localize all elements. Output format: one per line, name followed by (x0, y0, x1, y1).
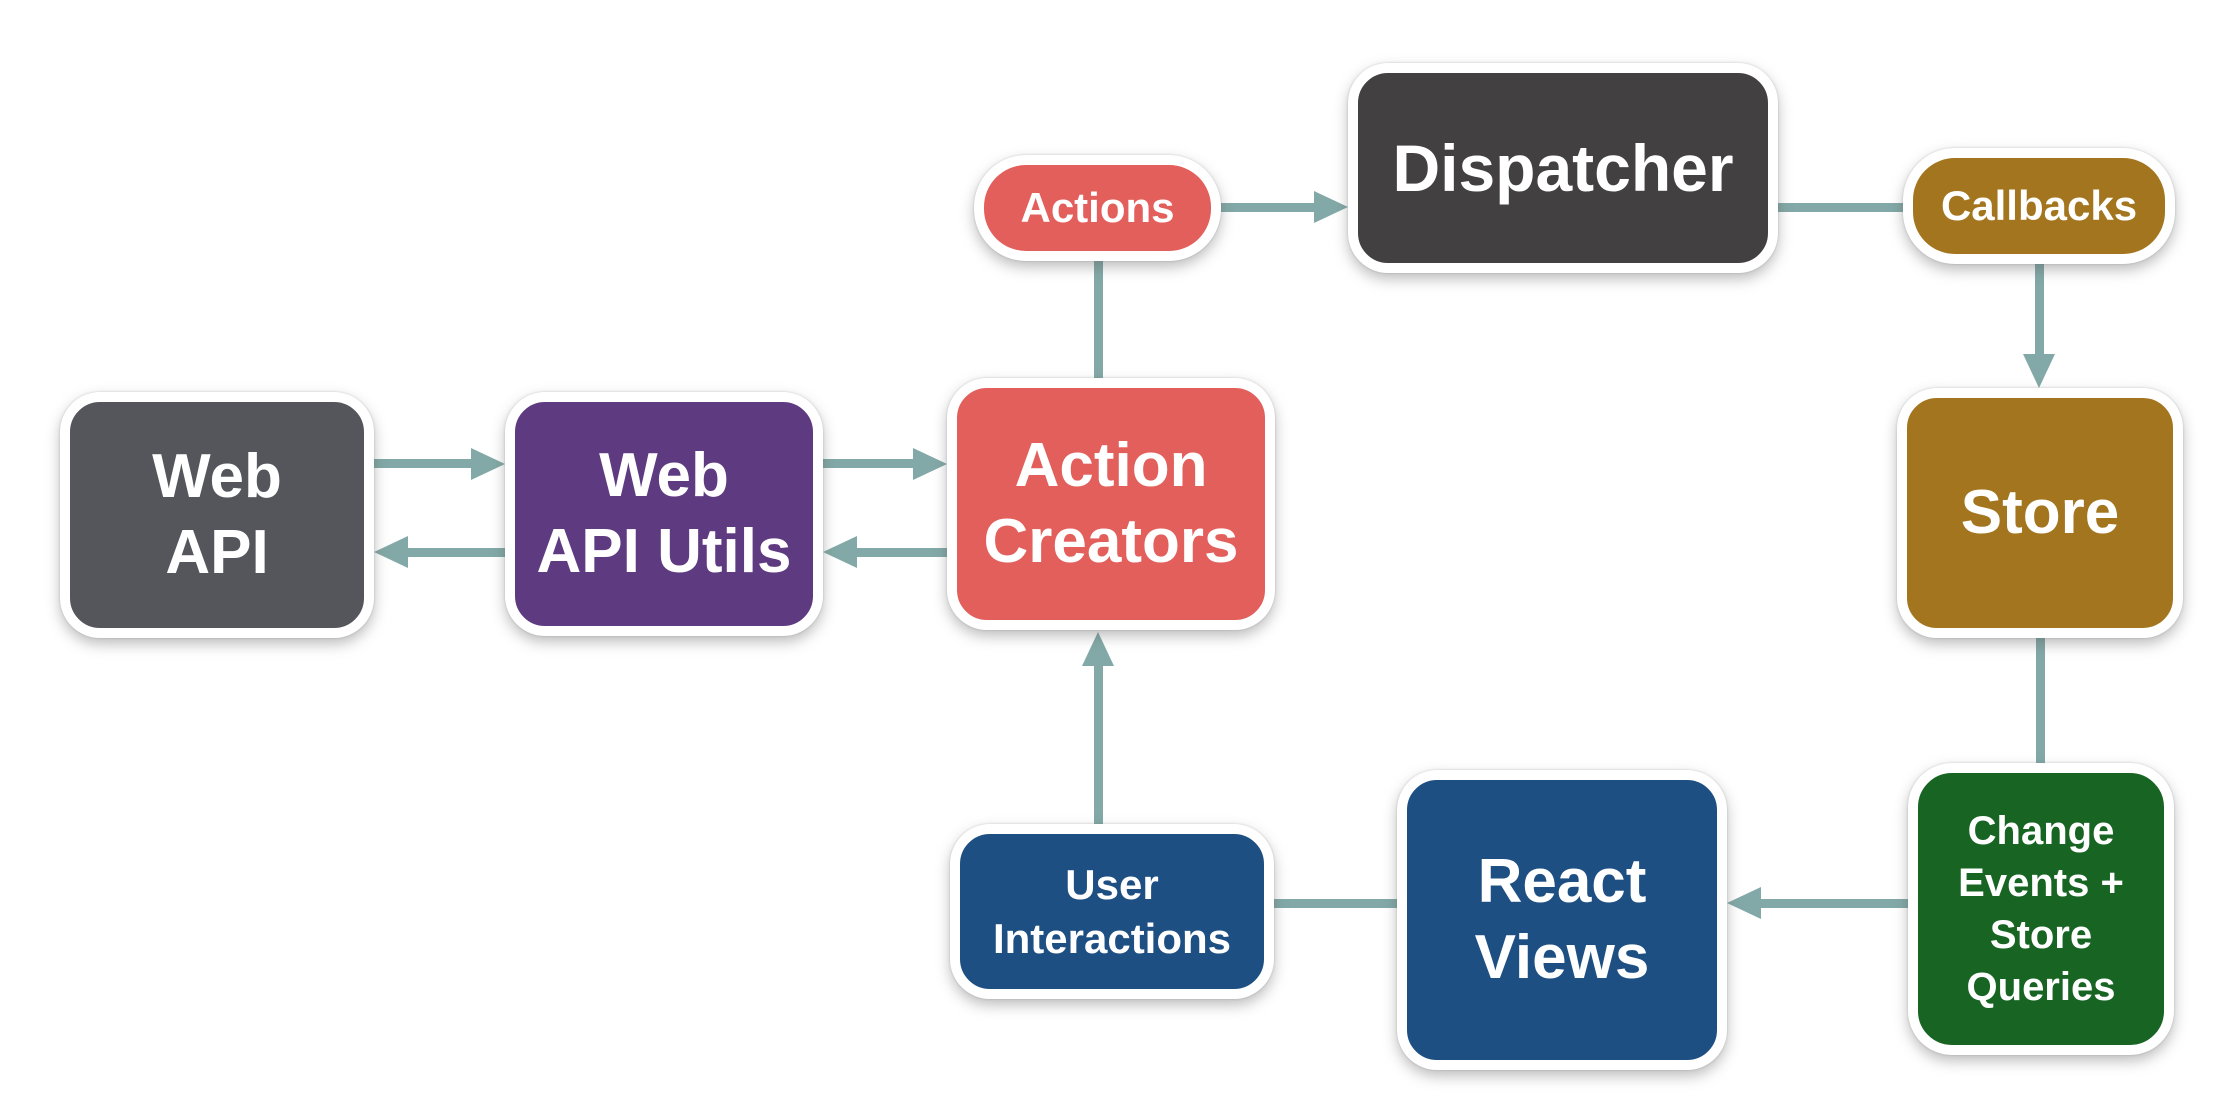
node-dispatcher: Dispatcher (1348, 63, 1778, 273)
node-label: Dispatcher (1392, 130, 1734, 205)
edge-changeevents-to-reactviews-arrowhead-icon (1727, 887, 1761, 919)
node-label: API (165, 518, 269, 587)
node-label: Web (152, 442, 282, 512)
node-label: React (1477, 847, 1647, 917)
node-label: Action (1014, 431, 1208, 501)
edge-webapi-to-webapiutils-arrowhead-icon (471, 448, 505, 480)
edge-userinteractions-to-actioncreators-arrowhead-icon (1082, 632, 1114, 666)
node-label: User (1065, 860, 1159, 908)
node-react-views: React Views (1397, 770, 1727, 1070)
node-store: Store (1897, 388, 2183, 638)
edge-webapiutils-to-actioncreators-line (823, 459, 913, 468)
edge-actions-to-dispatcher-arrowhead-icon (1314, 191, 1348, 223)
node-label: Change (1967, 809, 2115, 853)
edge-actioncreators-to-webapiutils-arrowhead-icon (823, 536, 857, 568)
node-web-api: Web API (60, 392, 374, 638)
edge-webapiutils-to-actioncreators-arrowhead-icon (913, 448, 947, 480)
node-label: Views (1474, 923, 1650, 992)
edge-changeevents-to-reactviews-line (1761, 899, 1908, 908)
node-label: Queries (1966, 965, 2116, 1009)
node-label: Store (1989, 913, 2093, 957)
node-label: Callbacks (1940, 182, 2138, 230)
edge-actions-to-dispatcher-line (1221, 203, 1314, 212)
edge-store-changeevents-line (2036, 638, 2045, 763)
edge-callbacks-to-store-arrowhead-icon (2023, 354, 2055, 388)
node-action-creators: Action Creators (947, 378, 1275, 630)
edge-callbacks-to-store-line (2035, 264, 2044, 354)
node-change-events-store-queries: Change Events + Store Queries (1908, 763, 2174, 1055)
edge-dispatcher-callbacks-line (1778, 203, 1903, 212)
node-label: Actions (1020, 184, 1175, 232)
node-web-api-utils: Web API Utils (505, 392, 823, 636)
node-label: API Utils (536, 517, 792, 586)
node-label: Interactions (992, 914, 1232, 962)
node-label: Store (1960, 478, 2120, 548)
edge-webapiutils-to-webapi-arrowhead-icon (374, 536, 408, 568)
node-callbacks: Callbacks (1903, 148, 2175, 264)
node-actions: Actions (974, 155, 1221, 261)
node-user-interactions: User Interactions (950, 824, 1274, 999)
node-label: Events + (1958, 861, 2124, 905)
node-label: Creators (983, 507, 1239, 576)
edge-webapi-to-webapiutils-line (374, 459, 471, 468)
edge-actioncreators-actions-line (1094, 261, 1103, 378)
edge-reactviews-userinteractions-line (1274, 899, 1397, 908)
edge-userinteractions-to-actioncreators-line (1094, 666, 1103, 824)
node-label: Web (599, 441, 729, 511)
